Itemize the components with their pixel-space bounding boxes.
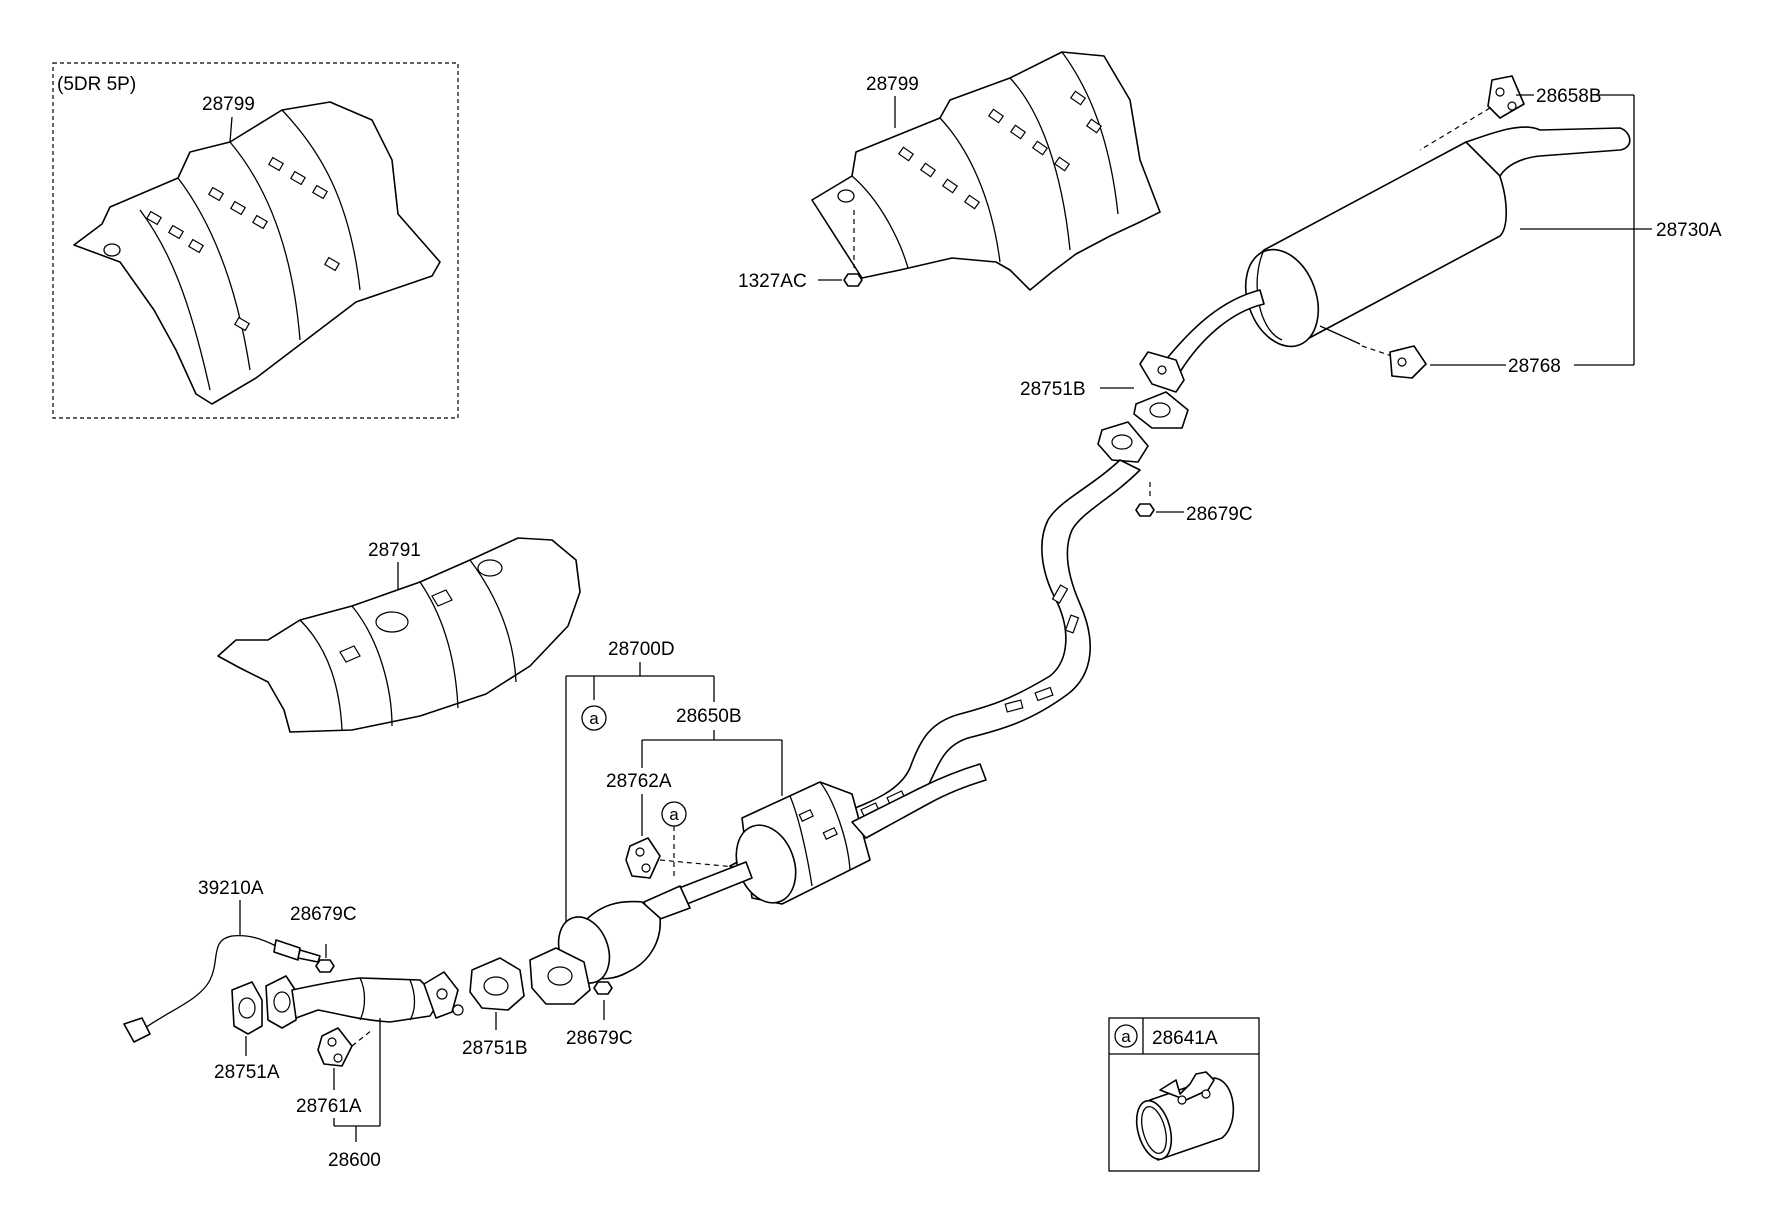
label-28761a[interactable]: 28761A xyxy=(296,1096,362,1117)
gasket-mid-group: 28751B xyxy=(462,957,528,1059)
label-28799-top[interactable]: 28799 xyxy=(866,74,919,95)
nut-1327ac-icon xyxy=(843,273,863,287)
rear-gasket-group: 28751B 28679C xyxy=(1020,379,1253,525)
label-28751b-rear[interactable]: 28751B xyxy=(1020,379,1086,400)
hanger-28768-icon xyxy=(1389,345,1427,379)
heat-shield-inset-part xyxy=(73,101,441,405)
nut-28679c-rear-icon xyxy=(1135,503,1155,517)
inset-note: (5DR 5P) xyxy=(57,74,136,95)
clamp-box-ref: a xyxy=(1121,1027,1131,1046)
label-28799-inset[interactable]: 28799 xyxy=(202,94,255,115)
label-28730a[interactable]: 28730A xyxy=(1656,220,1722,241)
clamp-box-ref-icon xyxy=(1114,1024,1138,1048)
label-28600[interactable]: 28600 xyxy=(328,1150,381,1171)
heat-shield-top-group: 28799 1327AC xyxy=(738,51,1161,292)
label-28658b[interactable]: 28658B xyxy=(1536,86,1602,107)
label-1327ac[interactable]: 1327AC xyxy=(738,271,807,292)
label-28641a[interactable]: 28641A xyxy=(1152,1028,1218,1049)
nut-28679c-mid-icon xyxy=(593,981,613,995)
label-28762a[interactable]: 28762A xyxy=(606,771,672,792)
label-28791[interactable]: 28791 xyxy=(368,540,421,561)
label-28679c-rear[interactable]: 28679C xyxy=(1186,504,1253,525)
label-28679c-mid[interactable]: 28679C xyxy=(566,1028,633,1049)
center-pipe-part xyxy=(729,421,1149,883)
clamp-28641a-box: a 28641A xyxy=(1108,1017,1260,1172)
hanger-28762a-icon xyxy=(625,837,661,879)
inset-5dr-group: (5DR 5P) 28799 xyxy=(52,62,459,419)
heat-shield-top-part xyxy=(811,51,1161,291)
catalytic-converter-group: 28700D a 28650B 28762A a xyxy=(529,639,987,1049)
oxygen-sensor-39210a-part xyxy=(141,934,277,1031)
label-39210a[interactable]: 39210A xyxy=(198,878,264,899)
label-28751a[interactable]: 28751A xyxy=(214,1062,280,1083)
inset-dashed-box xyxy=(52,62,459,419)
clamp-ref-a1-icon xyxy=(581,705,607,731)
label-28679c-front[interactable]: 28679C xyxy=(290,904,357,925)
label-28768[interactable]: 28768 xyxy=(1508,356,1561,377)
clamp-ref-a2: a xyxy=(669,805,679,824)
nut-28679c-front-icon xyxy=(315,959,335,973)
manifold-heat-shield-part xyxy=(217,537,581,733)
hanger-28658b-icon xyxy=(1487,75,1525,119)
hanger-28761a-icon xyxy=(317,1027,353,1067)
front-pipe-group: 39210A 28679C 28751A 28761A xyxy=(123,878,464,1171)
clamp-box-frame xyxy=(1108,1017,1260,1172)
label-28751b-mid[interactable]: 28751B xyxy=(462,1038,528,1059)
label-28650b[interactable]: 28650B xyxy=(676,706,742,727)
label-28700d[interactable]: 28700D xyxy=(608,639,675,660)
manifold-heat-shield-group: 28791 xyxy=(217,537,581,733)
rear-muffler-group: 28658B 28768 28730A xyxy=(1139,75,1722,393)
clamp-ref-a1: a xyxy=(589,709,599,728)
clamp-28641a-part xyxy=(1135,1071,1235,1161)
